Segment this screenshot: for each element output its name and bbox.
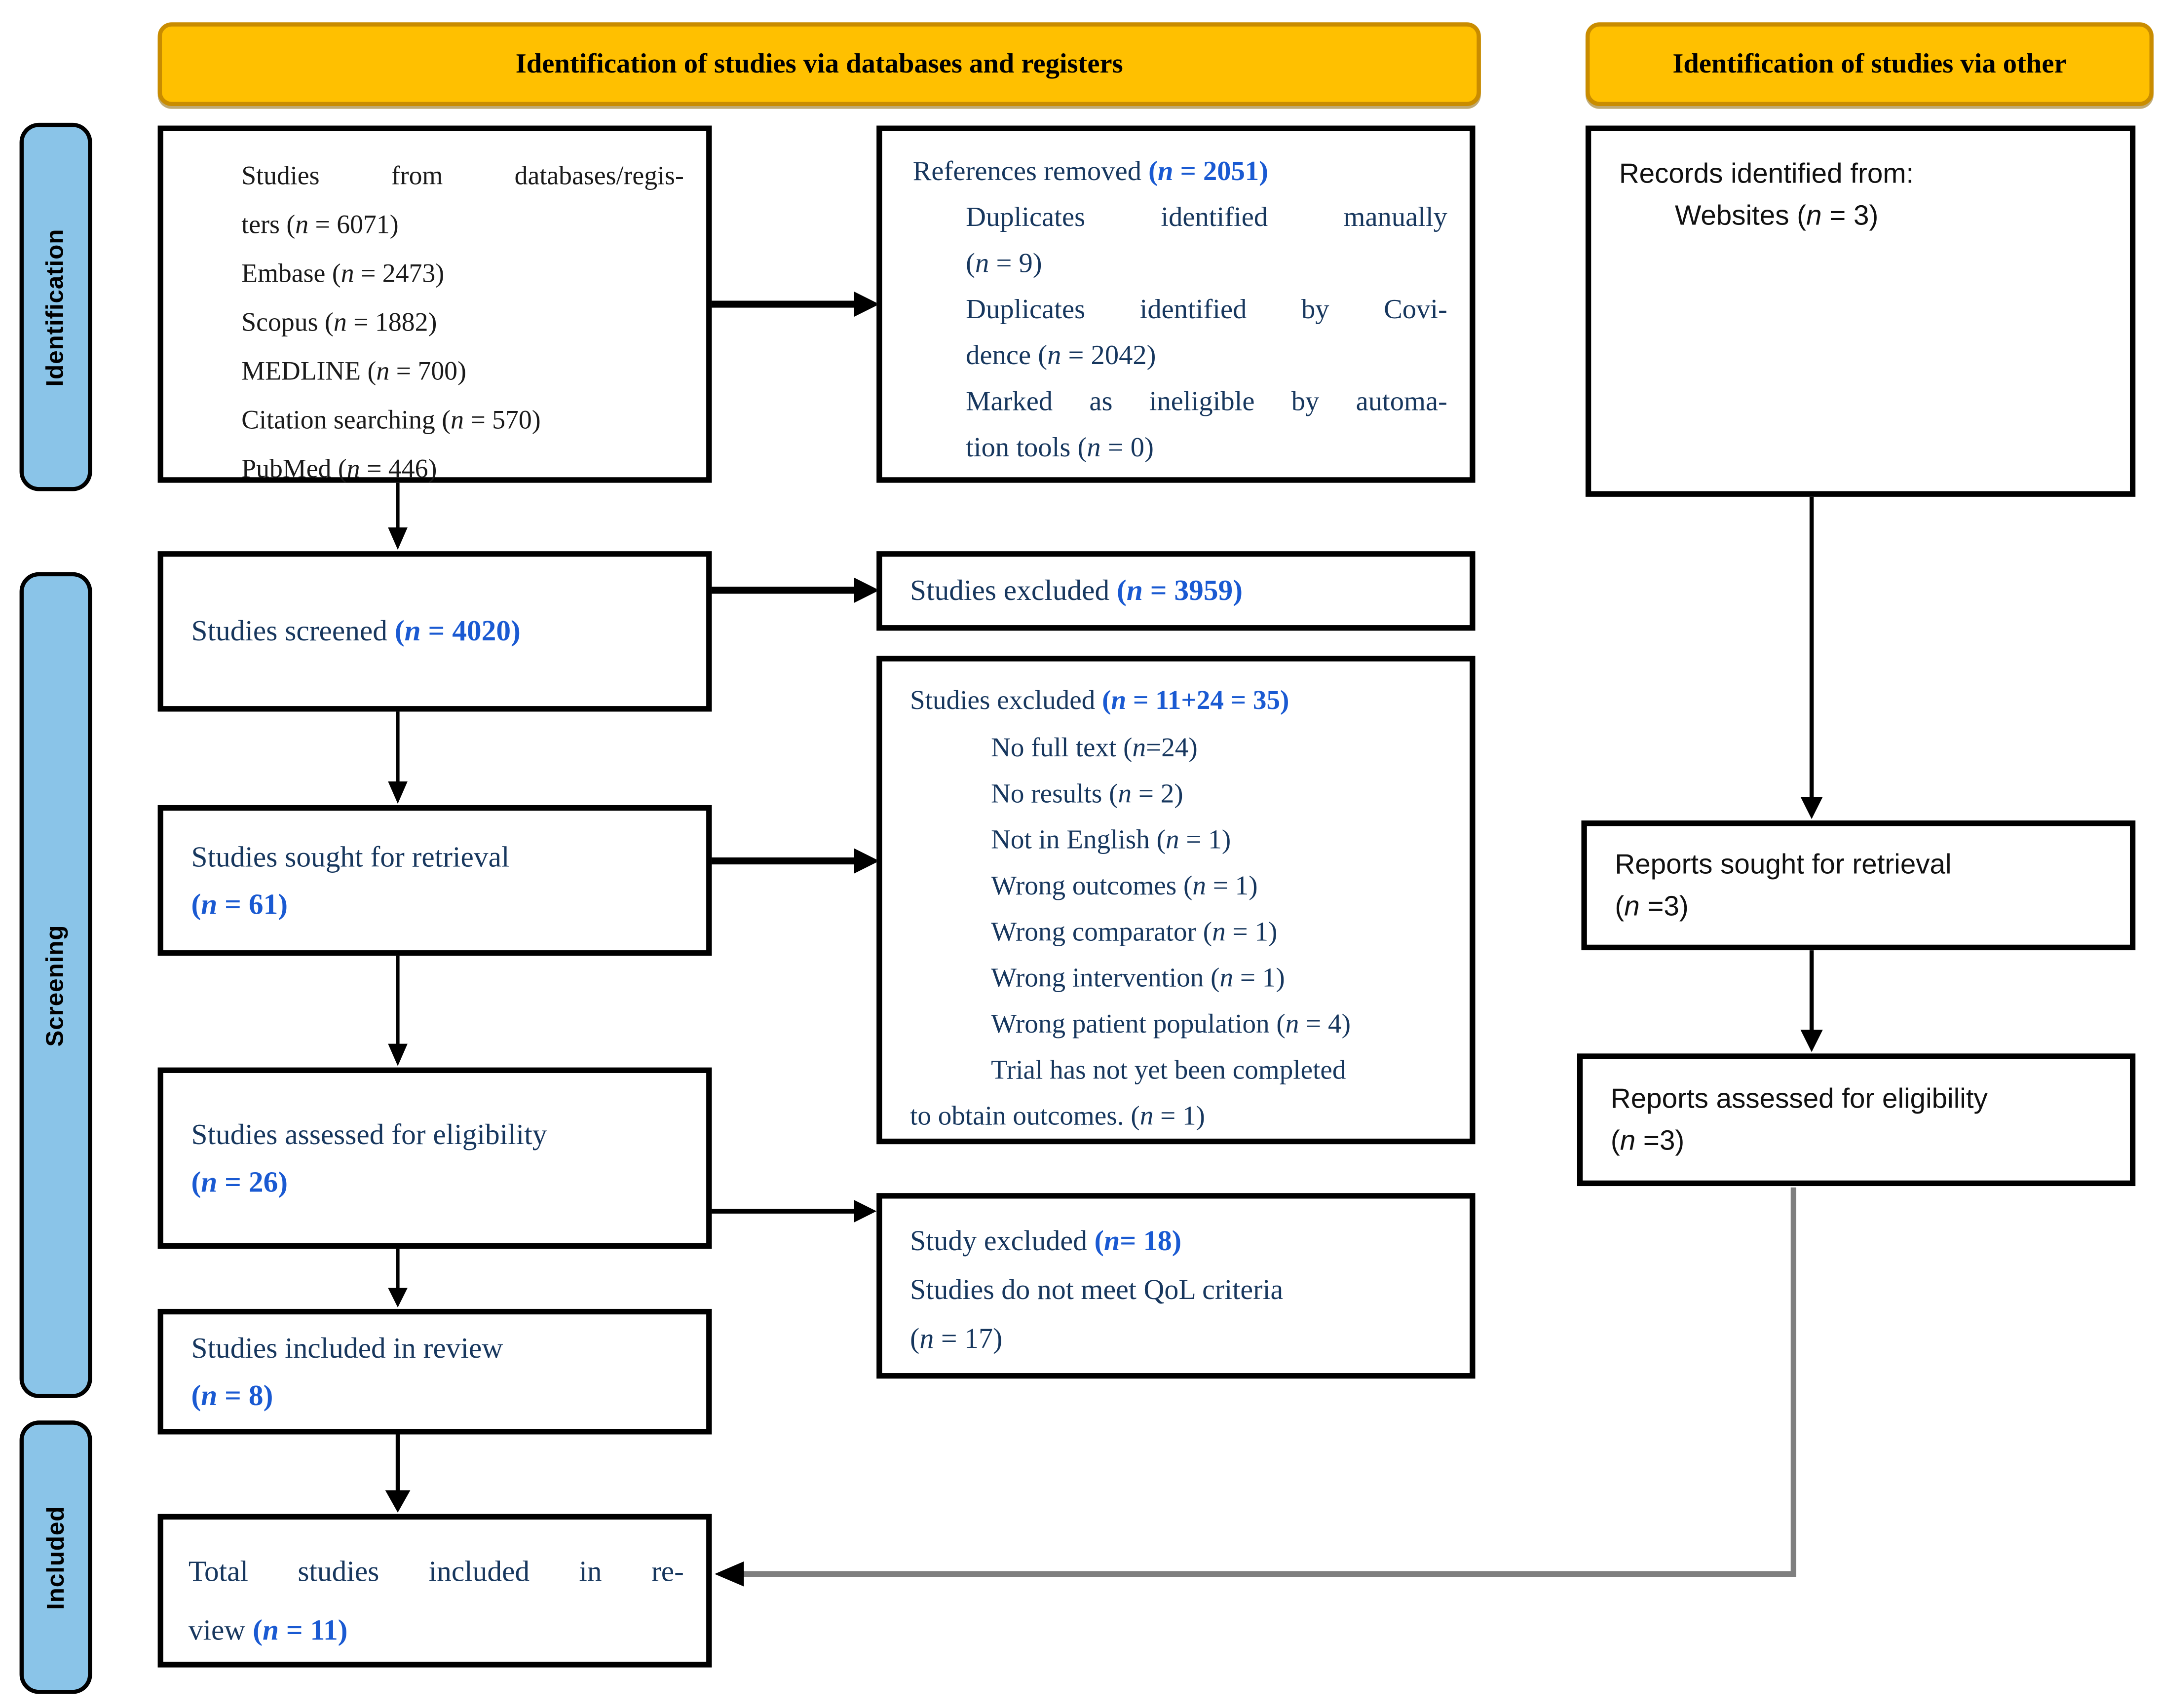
text-line: Studies assessed for eligibility [191, 1117, 547, 1151]
text-line: Duplicates identified by Covi- [966, 294, 1447, 325]
box-studies-included-review: Studies included in review (n = 8) [157, 1308, 712, 1435]
text-line: (n = 8) [191, 1377, 273, 1411]
phase-label-identification: Identification [19, 122, 92, 491]
header-databases-label: Identification of studies via databases … [515, 48, 1123, 79]
box-records-from-databases: Studies from databases/regis-ters (n = 6… [157, 125, 712, 484]
text-line: Studies from databases/regis- [241, 162, 684, 191]
box-references-removed: References removed (n = 2051) Duplicates … [876, 125, 1476, 483]
text-line: Wrong patient population (n = 4) [991, 1010, 1351, 1040]
box-reports-assessed-eligibility: Reports assessed for eligibility (n =3) [1577, 1053, 2136, 1187]
text-line: Embase (n = 2473) [241, 260, 445, 289]
text-line: Reports sought for retrieval [1615, 849, 1952, 880]
box-studies-excluded-retrieval: Studies excluded (n = 11+24 = 35) No full… [876, 656, 1476, 1145]
text-line: References removed (n = 2051) [912, 156, 1268, 187]
header-other-sources: Identification of studies via other [1585, 22, 2154, 106]
text-line: (n = 61) [191, 887, 288, 921]
text-line: (n =3) [1610, 1125, 1685, 1156]
text-line: Wrong comparator (n = 1) [991, 918, 1278, 948]
text-line: No results (n = 2) [991, 780, 1183, 810]
text-line: Citation searching (n = 570) [241, 406, 541, 436]
box-studies-sought-retrieval: Studies sought for retrieval (n = 61) [157, 805, 712, 956]
text-line: Scopus (n = 1882) [241, 308, 437, 338]
text-line: Study excluded (n= 18) [910, 1226, 1182, 1258]
text-line: Marked as ineligible by automa- [966, 386, 1447, 417]
text-line: to obtain outcomes. (n = 1) [910, 1102, 1205, 1132]
box-studies-assessed-eligibility: Studies assessed for eligibility (n = 26) [157, 1067, 712, 1249]
text-line: view (n = 11) [188, 1613, 348, 1647]
phase-label-screening: Screening [19, 572, 92, 1398]
text-line: Studies excluded (n = 11+24 = 35) [910, 686, 1289, 716]
phase-label-included: Included [19, 1420, 92, 1694]
phase-label-identification-text: Identification [41, 228, 70, 386]
text-line: Studies screened (n = 4020) [191, 614, 521, 648]
header-databases-registers: Identification of studies via databases … [157, 22, 1481, 106]
text-line: Total studies included in re- [188, 1554, 684, 1588]
text-line: ters (n = 6071) [241, 211, 399, 240]
text-line: No full text (n=24) [991, 734, 1198, 764]
text-line: Wrong intervention (n = 1) [991, 964, 1285, 994]
text-line: (n = 9) [966, 248, 1042, 279]
text-line: Not in English (n = 1) [991, 826, 1231, 855]
text-line: (n =3) [1615, 891, 1689, 922]
phase-label-screening-text: Screening [41, 924, 70, 1046]
text-line: Websites (n = 3) [1674, 201, 1879, 232]
text-line: tion tools (n = 0) [966, 432, 1154, 463]
header-other-label: Identification of studies via other [1672, 48, 2067, 79]
text-line: (n = 26) [191, 1164, 288, 1198]
text-line: Studies excluded (n = 3959) [910, 573, 1243, 607]
text-line: (n = 17) [910, 1324, 1003, 1355]
text-line: Studies do not meet QoL criteria [910, 1275, 1284, 1306]
box-studies-screened: Studies screened (n = 4020) [157, 551, 712, 712]
text-line: Duplicates identified manually [966, 202, 1447, 233]
text-line: Reports assessed for eligibility [1610, 1083, 1988, 1114]
phase-label-included-text: Included [41, 1505, 70, 1609]
box-studies-excluded-screening: Studies excluded (n = 3959) [876, 551, 1476, 631]
box-total-studies-included: Total studies included in re-view (n = 1… [157, 1514, 712, 1668]
text-line: dence (n = 2042) [966, 340, 1156, 371]
text-line: Studies sought for retrieval [191, 839, 510, 873]
box-records-from-websites: Records identified from: Websites (n = 3) [1585, 125, 2136, 497]
text-line: Trial has not yet been completed [991, 1056, 1346, 1086]
text-line: Wrong outcomes (n = 1) [991, 872, 1258, 902]
box-study-excluded-qol: Study excluded (n= 18) Studies do not mee… [876, 1193, 1476, 1379]
text-line: Records identified from: [1619, 159, 1914, 190]
box-reports-sought-retrieval: Reports sought for retrieval (n =3) [1581, 820, 2136, 951]
text-line: PubMed (n = 446) [241, 455, 437, 484]
text-line: Studies included in review [191, 1330, 503, 1364]
text-line: MEDLINE (n = 700) [241, 357, 466, 387]
